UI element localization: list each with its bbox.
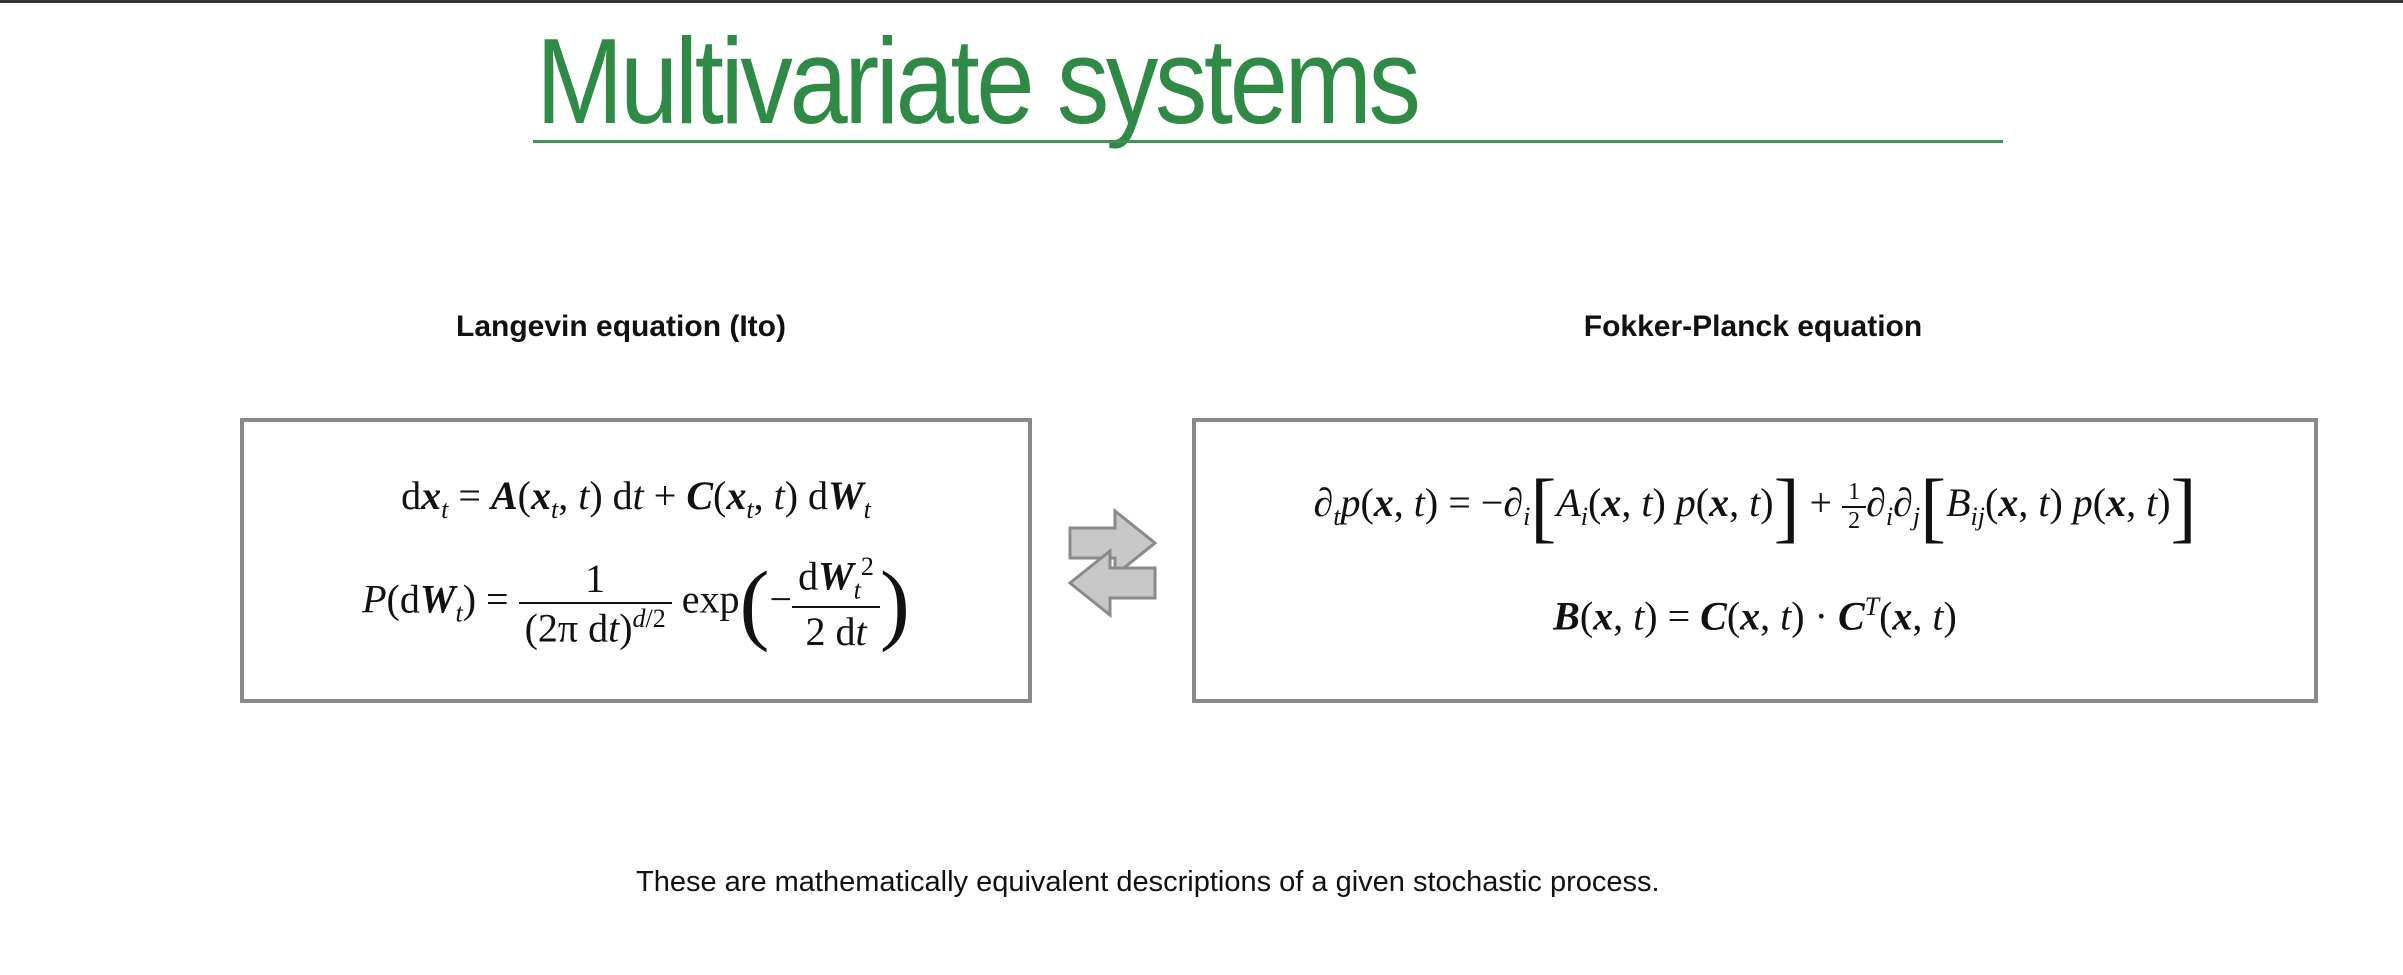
footer-note: These are mathematically equivalent desc… — [636, 866, 1660, 898]
langevin-box: dxt = A(xt, t) dt + C(xt, t) dWt P(dWt) … — [240, 418, 1032, 703]
langevin-equation: dxt = A(xt, t) dt + C(xt, t) dWt — [401, 473, 871, 524]
diffusion-matrix-equation: B(x, t) = C(x, t) · CT(x, t) — [1553, 592, 1957, 639]
bidirectional-arrows-icon — [1067, 508, 1158, 618]
top-border — [0, 0, 2403, 3]
fokker-planck-heading: Fokker-Planck equation — [1583, 310, 1923, 343]
title-underline — [533, 140, 2003, 143]
langevin-heading: Langevin equation (Ito) — [456, 310, 786, 343]
slide-title: Multivariate systems — [536, 13, 1421, 149]
